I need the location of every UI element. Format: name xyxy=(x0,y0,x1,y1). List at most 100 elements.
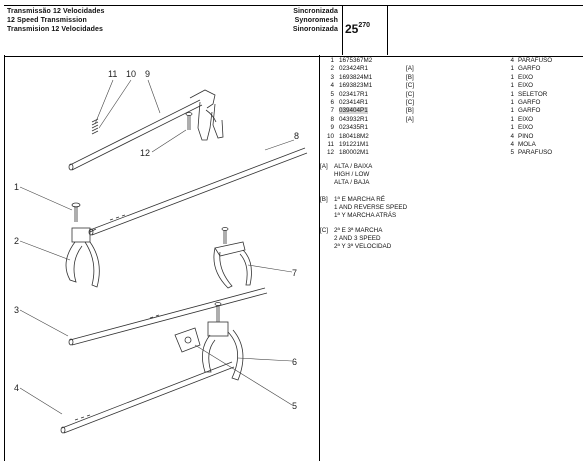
item-no: 8 xyxy=(330,115,334,123)
item-no: 6 xyxy=(330,98,334,106)
screw-1 xyxy=(71,202,81,222)
note-ref: [B] xyxy=(406,107,414,115)
part-number: 023414R1 xyxy=(339,98,369,106)
col-note-ref: [A] [B] [C] [C] [C] [B] [A] xyxy=(406,57,414,158)
quantity: 4 xyxy=(510,132,514,140)
note-tag-b: [B] xyxy=(320,196,328,203)
description: EIXO xyxy=(518,73,534,81)
quantity: 4 xyxy=(510,140,514,148)
quantity: 1 xyxy=(510,65,514,73)
callout-7: 7 xyxy=(292,268,297,278)
note-b-line-1: 1ª E MARCHA RÉ xyxy=(334,196,385,203)
part-number: 1693824M1 xyxy=(339,73,373,81)
note-c-line-3: 2ª Y 3ª VELOCIDAD xyxy=(334,243,392,250)
callout-4: 4 xyxy=(14,383,19,393)
callout-8: 8 xyxy=(294,131,299,141)
note-c-line-1: 2ª E 3ª MARCHA xyxy=(334,227,383,234)
note-ref: [A] xyxy=(406,65,414,73)
description: GARFO xyxy=(518,65,541,73)
spring-11 xyxy=(91,118,99,135)
part-number: 180002M1 xyxy=(339,149,369,157)
note-a-line-3: ALTA / BAJA xyxy=(334,179,370,186)
callout-10: 10 xyxy=(126,69,136,79)
title-es: Transmision 12 Velocidades xyxy=(7,26,103,33)
description: SELETOR xyxy=(518,90,548,98)
part-number: 1675367M2 xyxy=(339,57,373,64)
item-no: 4 xyxy=(330,82,334,90)
part-number: 023424R1 xyxy=(339,65,369,73)
item-no: 11 xyxy=(327,140,334,148)
note-ref: [C] xyxy=(406,98,415,106)
part-number: 180418M2 xyxy=(339,132,369,140)
part-number: 191221M1 xyxy=(339,140,369,148)
part-number: 023435R1 xyxy=(339,124,369,132)
screw-12 xyxy=(185,112,193,130)
col-part-number: 1675367M2 023424R1 1693824M1 1693823M1 0… xyxy=(339,57,372,158)
fork-top xyxy=(189,89,224,141)
item-no: 3 xyxy=(330,73,334,81)
description: EIXO xyxy=(518,124,534,132)
fork-7 xyxy=(213,227,252,289)
note-b-line-2: 1 AND REVERSE SPEED xyxy=(334,204,408,211)
drawing-frame xyxy=(4,55,320,461)
note-a-line-2: HIGH / LOW xyxy=(334,171,370,178)
description: PARAFUSO xyxy=(518,57,553,64)
note-c-line-2: 2 AND 3 SPEED xyxy=(334,235,381,242)
fork-6 xyxy=(202,302,244,381)
callout-2: 2 xyxy=(14,236,19,246)
shaft-8 xyxy=(88,147,308,236)
callout-3: 3 xyxy=(14,305,19,315)
note-tag-a: [A] xyxy=(320,163,328,170)
quantity: 5 xyxy=(510,149,514,157)
callout-12: 12 xyxy=(140,148,150,158)
description: GARFO xyxy=(518,107,541,115)
item-no: 10 xyxy=(326,132,334,140)
callout-9: 9 xyxy=(145,69,150,79)
title-en: 12 Speed Transmission xyxy=(7,17,87,24)
quantity: 1 xyxy=(510,115,514,123)
col-description: PARAFUSO GARFO EIXO EIXO SELETOR GARFO G… xyxy=(518,57,552,158)
type-en: Synoromesh xyxy=(294,17,338,24)
item-no: 9 xyxy=(330,124,334,132)
quantity: 1 xyxy=(510,82,514,90)
fork-2 xyxy=(65,227,100,288)
quantity: 1 xyxy=(510,124,514,132)
note-tag-c: [C] xyxy=(320,227,329,234)
title-pt: Transmissão 12 Velocidades xyxy=(7,8,105,15)
note-b-line-3: 1ª Y MARCHA ATRÁS xyxy=(334,212,397,219)
note-ref: [C] xyxy=(406,82,415,90)
col-item-no: 1 2 3 4 5 6 7 8 9 10 11 12 xyxy=(320,57,334,158)
description: EIXO xyxy=(518,82,534,90)
quantity: 1 xyxy=(510,98,514,106)
type-es: Sinoronizada xyxy=(292,26,338,33)
item-no: 5 xyxy=(330,90,334,98)
shaft-4 xyxy=(60,361,235,434)
quantity: 1 xyxy=(510,107,514,115)
item-no: 12 xyxy=(326,149,334,157)
note-ref: [C] xyxy=(406,90,415,98)
note-ref: [A] xyxy=(406,115,414,123)
header-divider-2 xyxy=(387,5,388,55)
callout-5: 5 xyxy=(292,401,297,411)
item-no: 2 xyxy=(330,65,334,73)
note-ref: [B] xyxy=(406,73,414,81)
page-code: 25270 xyxy=(345,22,370,36)
shaft-3 xyxy=(68,287,268,346)
item-no: 1 xyxy=(330,57,334,64)
item-no: 7 xyxy=(330,107,334,115)
quantity: 4 xyxy=(510,57,514,64)
page-code-sup: 270 xyxy=(358,22,371,29)
type-pt: Sincronizada xyxy=(293,8,338,15)
quantity: 1 xyxy=(510,90,514,98)
description: EIXO xyxy=(518,115,534,123)
callout-11: 11 xyxy=(108,69,117,79)
part-number: 023417R1 xyxy=(339,90,369,98)
part-number: 043932R1 xyxy=(339,115,369,123)
callout-6: 6 xyxy=(292,357,297,367)
selector-5 xyxy=(174,327,201,353)
note-a-line-1: ALTA / BAIXA xyxy=(334,163,373,170)
description: PINO xyxy=(518,132,534,140)
description: GARFO xyxy=(518,98,541,106)
note-c-text: 2ª E 3ª MARCHA 2 AND 3 SPEED 2ª Y 3ª VEL… xyxy=(334,227,391,251)
